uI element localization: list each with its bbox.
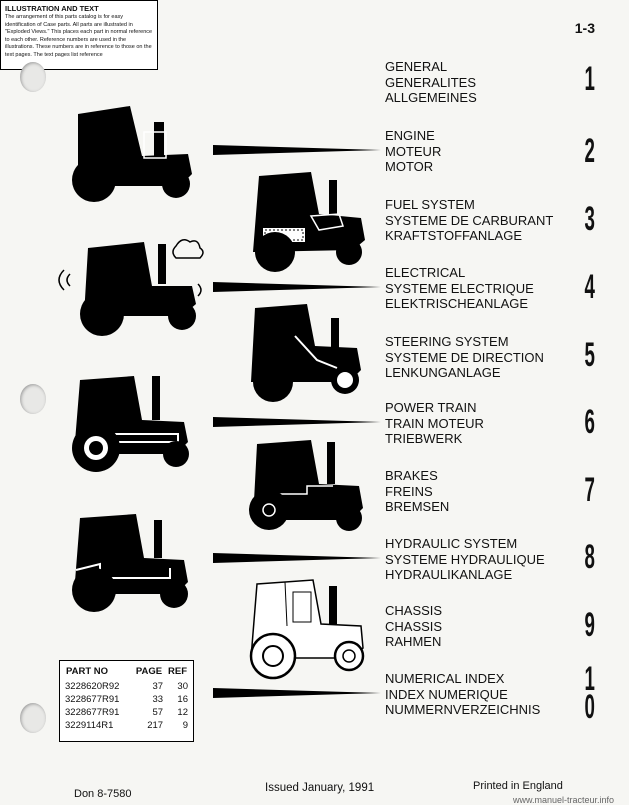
section-label-de: BREMSEN [385,499,450,514]
page-number: 1-3 [574,20,595,36]
page-cell: 37 [152,681,164,692]
illustration-box-title: ILLUSTRATION AND TEXT [5,4,99,13]
section-label-en: POWER TRAIN [385,400,477,415]
tractor-electrical-icon [58,239,204,336]
section-10-numerical-index[interactable]: NUMERICAL INDEX INDEX NUMERIQUE NUMMERNV… [385,671,540,718]
section-label-de: LENKUNGANLAGE [385,365,501,380]
column-header-ref: REF [168,666,187,677]
section-number-6: 6 [584,403,595,441]
section-3-fuel-system[interactable]: FUEL SYSTEM SYSTEME DE CARBURANT KRAFTST… [385,197,553,244]
part-no-cell: 3229114R1 [65,720,114,731]
section-number-1: 1 [584,60,595,98]
section-label-fr: SYSTEME DE CARBURANT [385,212,554,228]
punch-hole [20,703,46,733]
tractor-hydraulic-icon [72,514,188,612]
section-label-de: RAHMEN [385,634,442,649]
pointer-wedge-4 [213,282,381,292]
illustration-box-body: The arrangement of this parts catalog is… [5,14,153,58]
column-header-part-no: PART NO [66,666,109,677]
ref-cell: 9 [182,720,188,731]
section-label-en: CHASSIS [385,603,443,618]
section-5-steering-system[interactable]: STEERING SYSTEM SYSTEME DE DIRECTION LEN… [385,334,544,381]
printed-location: Printed in England [473,780,563,792]
section-8-hydraulic-system[interactable]: HYDRAULIC SYSTEM SYSTEME HYDRAULIQUE HYD… [385,536,545,583]
section-number-10-top: 1 [584,660,595,698]
part-no-cell: 3228620R92 [65,681,120,692]
section-4-electrical[interactable]: ELECTRICAL SYSTEME ELECTRIQUE ELEKTRISCH… [385,265,534,312]
section-label-en: BRAKES [385,468,438,483]
section-1-general[interactable]: GENERAL GENERALITES ALLGEMEINES [385,59,477,106]
ref-cell: 30 [177,681,188,692]
section-label-de: MOTOR [385,159,434,174]
tractor-chassis-icon [249,579,365,680]
page-cell: 33 [152,694,164,705]
section-label-en: NUMERICAL INDEX [385,671,505,686]
section-label-en: ELECTRICAL [385,265,466,280]
section-9-chassis[interactable]: CHASSIS CHASSIS RAHMEN [385,603,442,650]
section-label-fr: INDEX NUMERIQUE [385,686,508,702]
part-no-cell: 3228677R91 [65,694,120,705]
tractor-steering-icon [251,304,361,402]
pointer-wedge-10 [213,688,381,698]
section-number-3: 3 [584,200,595,238]
section-label-fr: FREINS [385,483,433,499]
table-row: 3229114R1 217 9 [65,720,188,733]
section-number-8: 8 [584,538,595,576]
document-code: Don 8-7580 [74,788,132,800]
section-label-de: ELEKTRISCHEANLAGE [385,296,529,311]
section-label-en: HYDRAULIC SYSTEM [385,536,518,551]
part-no-cell: 3228677R91 [65,707,120,718]
punch-hole [20,62,46,92]
section-2-engine[interactable]: ENGINE MOTEUR MOTOR [385,128,441,175]
ref-cell: 16 [177,694,188,705]
section-label-fr: GENERALITES [385,74,477,90]
section-label-fr: MOTEUR [385,143,442,159]
pointer-wedge-2 [213,145,381,155]
tractor-engine-icon [72,106,192,202]
section-label-de: KRAFTSTOFFANLAGE [385,228,523,243]
parts-reference-table: PART NO PAGE REF 3228620R92 37 30 322867… [59,660,194,742]
section-label-fr: CHASSIS [385,618,443,634]
column-header-page: PAGE [135,666,163,677]
illustration-text-box: ILLUSTRATION AND TEXT The arrangement of… [0,0,158,70]
section-label-en: ENGINE [385,128,435,143]
section-number-4: 4 [584,268,595,306]
section-number-7: 7 [584,471,595,509]
watermark-url: www.manuel-tracteur.info [513,795,615,805]
section-6-power-train[interactable]: POWER TRAIN TRAIN MOTEUR TRIEBWERK [385,400,484,447]
section-label-fr: SYSTEME DE DIRECTION [385,349,544,365]
section-label-de: NUMMERNVERZEICHNIS [385,702,541,717]
punch-hole [20,384,46,414]
section-label-en: GENERAL [385,59,448,74]
pointer-wedge-6 [213,417,381,427]
page-cell: 57 [152,707,164,718]
section-label-en: STEERING SYSTEM [385,334,509,349]
section-label-fr: SYSTEME HYDRAULIQUE [385,551,545,567]
section-label-fr: TRAIN MOTEUR [385,415,484,431]
tractor-brakes-icon [249,440,363,531]
section-label-de: HYDRAULIKANLAGE [385,567,513,582]
section-number-10-bottom: 0 [584,688,595,726]
ref-cell: 12 [177,707,188,718]
section-label-de: TRIEBWERK [385,431,463,446]
page-cell: 217 [147,720,164,731]
section-label-en: FUEL SYSTEM [385,197,475,212]
tractor-power-train-icon [72,376,189,472]
section-label-de: ALLGEMEINES [385,90,477,105]
tractor-fuel-system-icon [253,172,365,272]
section-number-9: 9 [584,606,595,644]
issue-date: Issued January, 1991 [265,782,375,794]
section-7-brakes[interactable]: BRAKES FREINS BREMSEN [385,468,449,515]
section-number-2: 2 [584,132,595,170]
table-row: 3228677R91 57 12 [65,707,188,720]
table-row: 3228620R92 37 30 [65,681,188,694]
section-number-5: 5 [584,336,595,374]
pointer-wedge-8 [213,553,381,563]
section-label-fr: SYSTEME ELECTRIQUE [385,280,534,296]
table-row: 3228677R91 33 16 [65,694,188,707]
